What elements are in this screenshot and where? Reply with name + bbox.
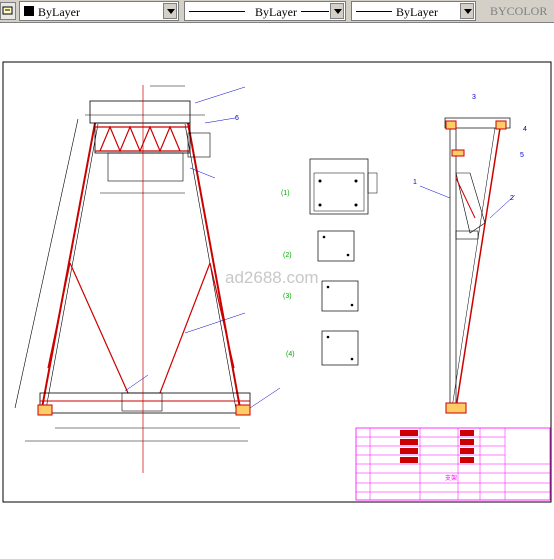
watermark: ad2688.com [225,268,319,287]
color-swatch [24,6,34,16]
linetype-sample [189,11,245,12]
layer-properties-icon[interactable] [0,2,16,20]
chevron-down-icon[interactable] [460,3,474,19]
view-label: (4) [286,351,295,358]
linetype-combo-value: ByLayer [255,5,297,19]
linetype-sample-tail [301,11,329,12]
balloon-number: 3 [472,94,476,101]
title-block-name: 支架 [445,474,457,482]
linetype-combo[interactable]: ByLayer [184,1,346,21]
detail-views [309,158,378,366]
color-combo-value: ByLayer [38,5,80,19]
drawing-area[interactable]: ad2688.com (1) (2) (3) (4) 1 2 3 4 5 6 支架 [0,23,554,554]
drawing-canvas[interactable]: ad2688.com (1) (2) (3) (4) 1 2 3 4 5 6 支架 [0,23,554,554]
chevron-down-icon[interactable] [330,3,344,19]
lineweight-sample [356,11,392,12]
balloon-number: 4 [523,126,527,133]
title-block [355,427,551,501]
balloon-number: 5 [520,152,524,159]
lineweight-combo-value: ByLayer [396,5,438,19]
annotation-layer: ad2688.com (1) (2) (3) (4) 1 2 3 4 5 6 支架 [225,94,527,482]
plotstyle-combo-value: BYCOLOR [490,4,548,18]
lineweight-combo[interactable]: ByLayer [351,1,476,21]
balloon-number: 2 [510,195,514,202]
color-combo[interactable]: ByLayer [19,1,179,21]
plotstyle-combo: BYCOLOR [480,1,554,21]
balloon-number: 6 [235,115,239,122]
view-label: (3) [283,293,292,300]
drawing-border [2,61,552,503]
side-elevation [419,117,516,414]
balloon-number: 1 [413,179,417,186]
main-frame [14,85,281,473]
view-label: (2) [283,252,292,259]
chevron-down-icon[interactable] [163,3,177,19]
properties-toolbar: ByLayer ByLayer ByLayer BYCOLOR [0,0,554,23]
view-label: (1) [281,190,290,197]
